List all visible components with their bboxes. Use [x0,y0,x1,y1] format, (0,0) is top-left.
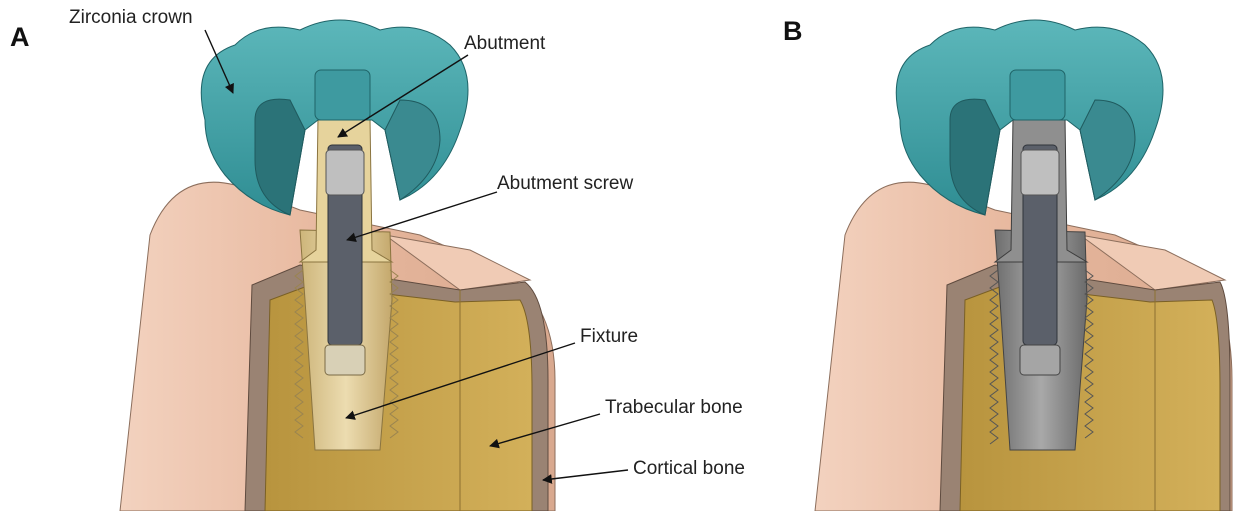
panel-b-model [815,20,1232,511]
trabecular-bone-a [265,285,532,511]
arrow-cortical [543,470,628,480]
panel-a-model [120,20,555,511]
